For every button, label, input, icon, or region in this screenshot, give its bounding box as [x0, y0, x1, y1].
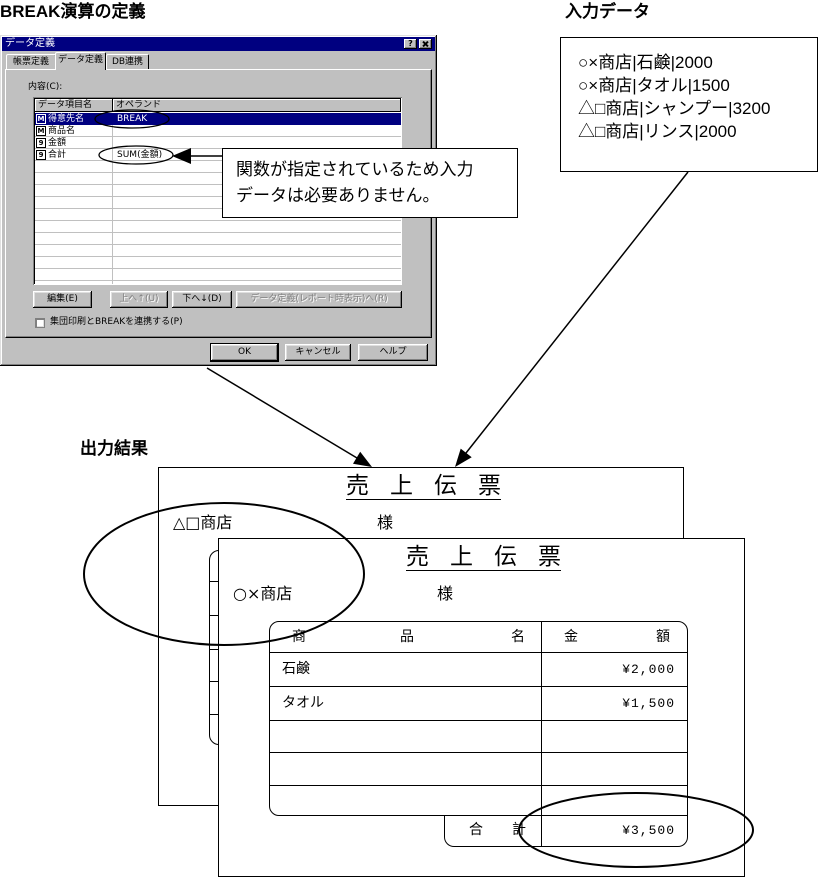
total-row: 合 計 ¥3,500	[444, 815, 688, 847]
ok-button[interactable]: OK	[210, 343, 279, 362]
table-row-line	[270, 686, 687, 687]
row-item: 石鹸	[282, 661, 310, 677]
close-icon[interactable]	[419, 39, 432, 49]
input-to-output-arrowhead	[455, 448, 472, 467]
row-amount: ¥1,500	[622, 696, 675, 711]
total-label-char: 合	[469, 822, 483, 838]
column-header-item-name[interactable]: データ項目名	[35, 99, 113, 112]
table-row-line	[270, 785, 687, 786]
dialog-titlebar[interactable]: データ定義 ?	[2, 37, 435, 51]
item-name: 合計	[48, 150, 67, 160]
total-label-char: 計	[512, 822, 526, 838]
table-row-line	[270, 652, 687, 653]
numeric-field-icon: 9	[36, 138, 46, 148]
table-row-line	[270, 752, 687, 753]
item-name: 商品名	[48, 126, 76, 136]
table-column-line	[541, 622, 542, 815]
header-item-char: 品	[400, 629, 414, 645]
slip-title-char: 上	[450, 544, 473, 570]
item-operand: SUM(金額)	[117, 150, 163, 160]
move-up-button[interactable]: 上へ↑(U)	[110, 291, 168, 308]
break-definition-heading: BREAK演算の定義	[0, 2, 146, 21]
input-data-heading: 入力データ	[565, 2, 650, 21]
header-amount-char: 金	[564, 629, 578, 645]
slip-title-char: 売	[406, 544, 429, 570]
help-icon[interactable]: ?	[404, 39, 417, 49]
sales-slip-front: 売 上 伝 票 ○×商店 様 商 品 名 金 額 石鹸 ¥2,000 タオル ¥…	[218, 538, 745, 877]
table-column-line	[541, 815, 542, 846]
output-result-heading: 出力結果	[80, 439, 148, 458]
dialog-to-output-arrowhead	[353, 451, 372, 467]
slip-title-char: 売	[346, 473, 369, 499]
slip-title-char: 上	[390, 473, 413, 499]
input-data-line: △□商店|シャンプー|3200	[578, 99, 771, 118]
total-amount: ¥3,500	[622, 823, 675, 838]
slip-title: 売 上 伝 票	[406, 545, 561, 571]
column-header-operand[interactable]: オペランド	[113, 99, 401, 112]
input-data-box: ○×商店|石鹸|2000 ○×商店|タオル|1500 △□商店|シャンプー|32…	[560, 37, 818, 172]
honorific: 様	[437, 584, 454, 603]
help-button[interactable]: ヘルプ	[358, 344, 428, 361]
break-link-checkbox-label[interactable]: 集団印刷とBREAKを連携する(P)	[50, 317, 183, 327]
item-name: 金額	[48, 138, 67, 148]
input-data-line: △□商店|リンス|2000	[578, 122, 737, 141]
text-field-icon: M	[36, 126, 46, 136]
slip-title-char: 票	[538, 544, 561, 570]
callout-text: データは必要ありません。	[236, 186, 440, 206]
header-item-char: 商	[292, 629, 306, 645]
slip-title-char: 伝	[434, 473, 457, 499]
list-item[interactable]: 9 金額	[35, 137, 401, 149]
cancel-button[interactable]: キャンセル	[285, 344, 351, 361]
tab-db-link[interactable]: DB連携	[106, 54, 149, 69]
item-name: 得意先名	[48, 114, 85, 124]
list-item[interactable]: M 商品名	[35, 125, 401, 137]
honorific: 様	[377, 513, 394, 532]
row-amount: ¥2,000	[622, 662, 675, 677]
header-amount-char: 額	[656, 629, 670, 645]
table-row-line	[270, 720, 687, 721]
column-divider	[112, 113, 113, 284]
list-item[interactable]: M 得意先名 BREAK	[35, 113, 401, 125]
break-link-checkbox[interactable]	[35, 318, 45, 328]
slip-table: 商 品 名 金 額 石鹸 ¥2,000 タオル ¥1,500	[269, 621, 688, 816]
contents-label: 内容(C):	[28, 82, 63, 92]
customer-name: △□商店	[173, 513, 233, 532]
row-item: タオル	[282, 695, 324, 711]
edit-button[interactable]: 編集(E)	[33, 291, 92, 308]
header-item-char: 名	[511, 629, 525, 645]
callout-box: 関数が指定されているため入力 データは必要ありません。	[222, 148, 518, 218]
input-data-line: ○×商店|石鹸|2000	[578, 53, 713, 72]
numeric-field-icon: 9	[36, 150, 46, 160]
slip-title-char: 伝	[494, 544, 517, 570]
move-down-button[interactable]: 下へ↓(D)	[172, 291, 232, 308]
input-data-line: ○×商店|タオル|1500	[578, 76, 730, 95]
tab-form-definition[interactable]: 帳票定義	[6, 54, 56, 69]
customer-name: ○×商店	[233, 584, 293, 603]
item-operand: BREAK	[117, 114, 148, 124]
data-definition-report-button[interactable]: データ定義(レポート時表示)へ(R)	[236, 291, 402, 308]
dialog-to-output-arrow-line	[206, 367, 358, 459]
tab-data-definition[interactable]: データ定義	[55, 52, 106, 70]
callout-text: 関数が指定されているため入力	[236, 160, 474, 180]
text-field-icon: M	[36, 114, 46, 124]
slip-title: 売 上 伝 票	[346, 474, 501, 500]
dialog-title: データ定義	[5, 38, 55, 49]
slip-title-char: 票	[478, 473, 501, 499]
